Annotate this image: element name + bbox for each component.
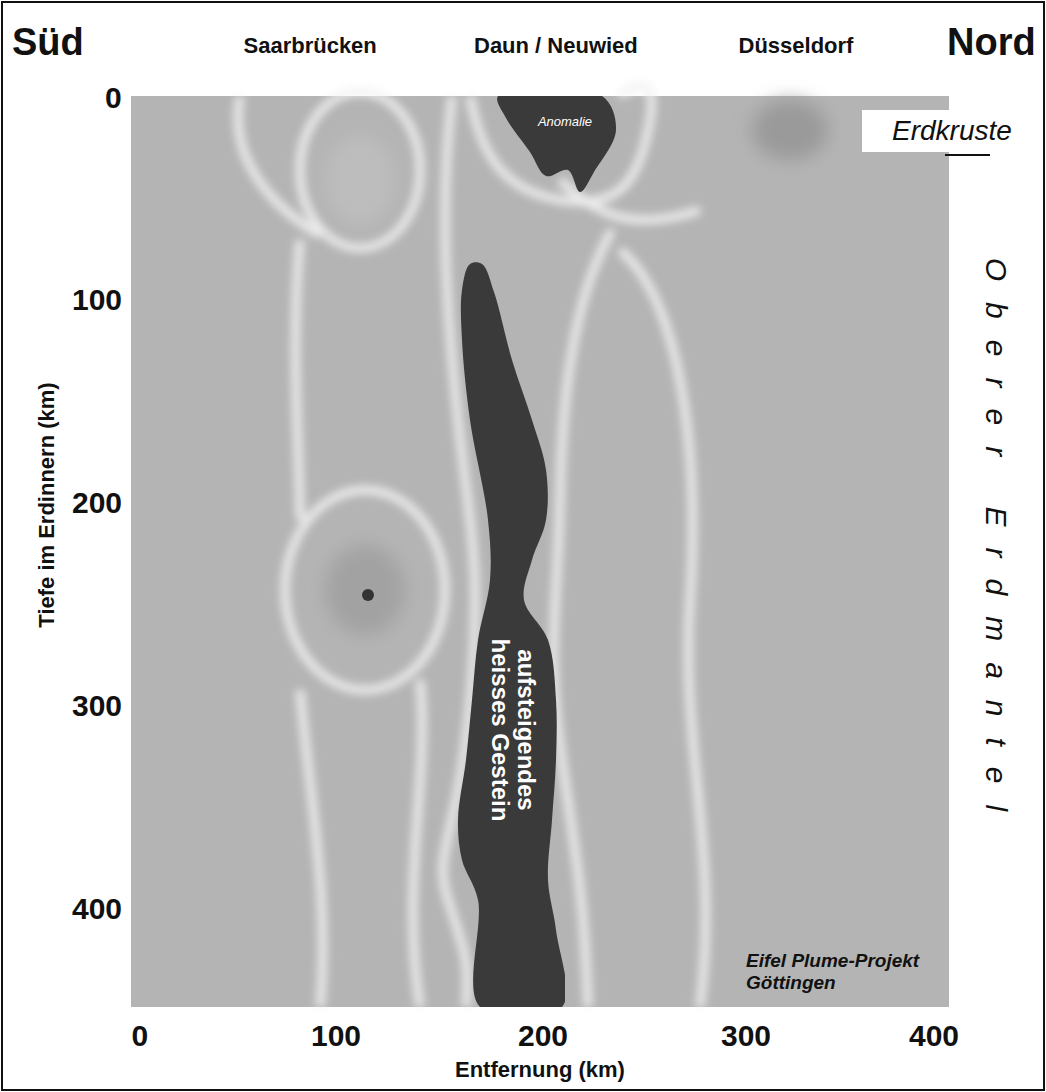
low-velocity-zone bbox=[458, 262, 565, 1007]
blob-outline bbox=[495, 96, 620, 196]
axis-title: Tiefe im Erdinnern (km) bbox=[33, 382, 59, 627]
crust-boundary-mark bbox=[945, 154, 990, 156]
blob-outline bbox=[450, 260, 565, 1007]
low-velocity-zone bbox=[497, 96, 616, 192]
place-name: Düsseldorf bbox=[739, 33, 854, 59]
mantle-plume: aufsteigendes heisses Gestein bbox=[450, 260, 565, 1007]
tick-label: 300 bbox=[72, 689, 122, 723]
crust-anomaly: Anomalie bbox=[495, 96, 620, 196]
axis-title: Entfernung (km) bbox=[455, 1057, 625, 1083]
zone-label: aufsteigendes heisses Gestein bbox=[487, 630, 540, 830]
direction-label: Süd bbox=[12, 21, 84, 64]
tick-label: 400 bbox=[72, 892, 122, 926]
crust-label-ground bbox=[862, 110, 1042, 152]
place-name: Saarbrücken bbox=[244, 33, 377, 59]
tick-label: 400 bbox=[909, 1019, 959, 1053]
tick-label: 300 bbox=[721, 1019, 771, 1053]
zone-label: Anomalie bbox=[520, 115, 610, 129]
credit-note: Eifel Plume-Projekt Göttingen bbox=[746, 950, 946, 994]
tick-label: 0 bbox=[132, 1019, 149, 1053]
tick-label: 200 bbox=[72, 486, 122, 520]
layer-label: Erdkruste bbox=[892, 115, 1012, 147]
tick-label: 0 bbox=[105, 81, 122, 115]
layer-label: Oberer Erdmantel bbox=[979, 258, 1013, 832]
dark-spot bbox=[362, 589, 374, 601]
tick-label: 100 bbox=[311, 1019, 361, 1053]
direction-label: Nord bbox=[947, 21, 1036, 64]
tick-label: 100 bbox=[72, 283, 122, 317]
place-name: Daun / Neuwied bbox=[474, 33, 638, 59]
tick-label: 200 bbox=[518, 1019, 568, 1053]
